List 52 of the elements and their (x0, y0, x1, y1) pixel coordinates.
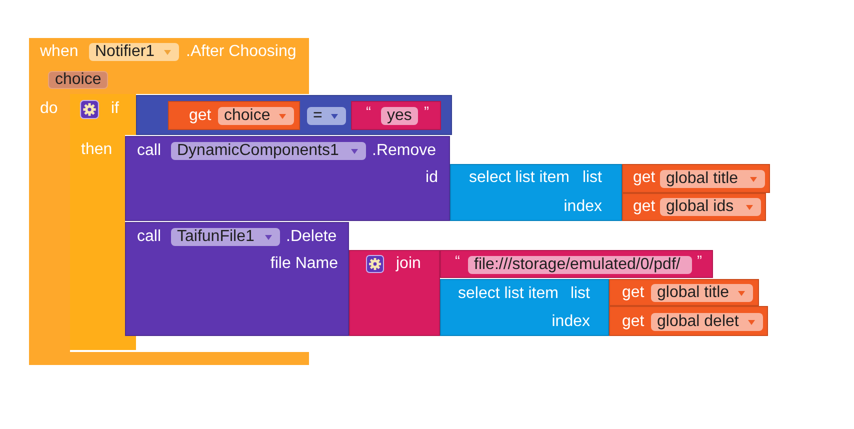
variable-dropdown: global delet (651, 313, 763, 331)
argument-label: list (570, 285, 590, 303)
text-block (440, 250, 713, 278)
get-label: get (189, 107, 212, 125)
component-dropdown: Notifier1 (89, 43, 179, 61)
open-quote: “ (366, 104, 371, 122)
get-variable-block (622, 193, 766, 221)
get-label: get (633, 169, 656, 187)
block-label: select list item (469, 169, 570, 187)
join-label: join (396, 255, 421, 273)
method-name: .Delete (286, 228, 337, 246)
variable-dropdown: choice (218, 107, 294, 125)
event-name: .After Choosing (186, 43, 296, 61)
argument-label: list (582, 169, 602, 187)
component-dropdown: TaifunFile1 (171, 228, 280, 246)
close-quote: ” (697, 253, 702, 271)
block-label: select list item (458, 285, 558, 303)
get-label: get (622, 313, 644, 331)
select-list-item-block (450, 164, 622, 221)
join-block (349, 250, 440, 336)
get-variable-block (609, 306, 768, 336)
open-quote: “ (455, 253, 460, 271)
argument-label: id (426, 169, 438, 187)
variable-dropdown: global ids (660, 198, 761, 216)
get-variable-block (609, 279, 759, 306)
component-dropdown: DynamicComponents1 (171, 142, 366, 160)
get-label: get (633, 198, 656, 216)
text-block (351, 101, 441, 130)
then-label: then (81, 141, 112, 159)
get-variable-block (622, 164, 770, 193)
variable-dropdown: global title (651, 284, 753, 302)
method-name: .Remove (372, 142, 436, 160)
get-label: get (622, 284, 644, 302)
operator-dropdown: = (307, 107, 346, 125)
string-value: file:///storage/emulated/0/pdf/ (468, 256, 692, 274)
argument-label: index (564, 198, 602, 216)
string-value: yes (381, 107, 418, 125)
event-keyword: when (40, 43, 78, 61)
get-variable-block (168, 101, 300, 130)
argument-label: file Name (270, 255, 338, 273)
method-call-block (125, 136, 450, 221)
argument-label: index (552, 313, 590, 331)
close-quote: ” (424, 104, 429, 122)
do-label: do (40, 100, 58, 118)
method-call-block (125, 222, 349, 336)
parameter-name: choice (48, 71, 108, 89)
variable-dropdown: global title (660, 170, 765, 188)
select-list-item-block (440, 279, 609, 336)
if-label: if (111, 100, 119, 118)
call-label: call (137, 142, 162, 160)
call-label: call (137, 228, 162, 246)
if-block (70, 94, 136, 350)
